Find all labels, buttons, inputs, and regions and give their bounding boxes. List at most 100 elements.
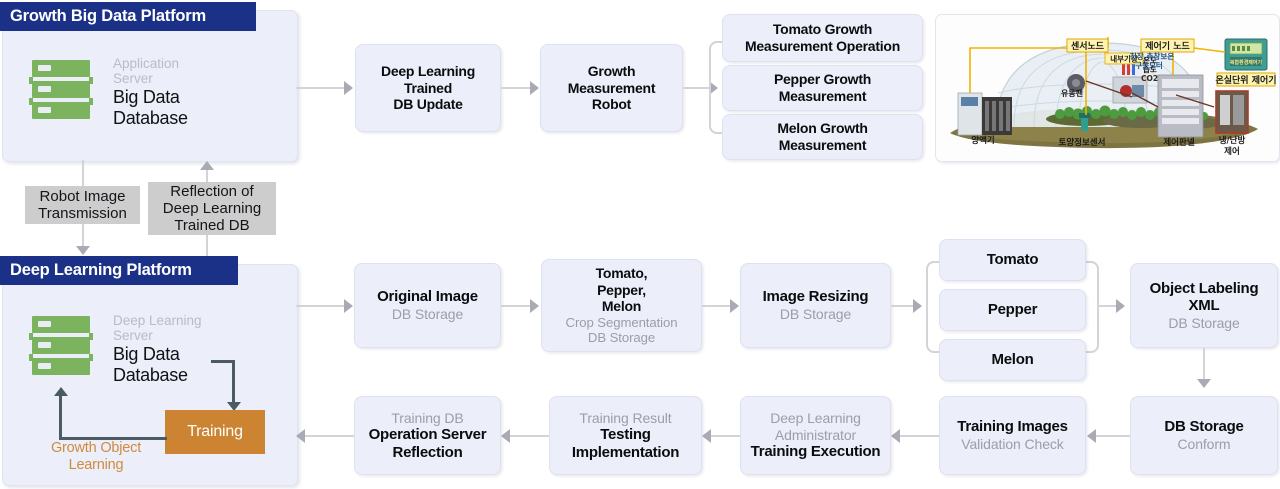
line-resizing-to-crop-branch [891,305,913,307]
arrow-testing-to-operation-server [501,429,510,443]
application-server-line2: Server [113,71,153,87]
arrow-operation-server-to-panel [296,429,305,443]
svg-text:제어기 노드: 제어기 노드 [1145,40,1190,52]
svg-text:센서노드: 센서노드 [1071,40,1105,52]
arrow-top-panel-to-db-update [344,81,353,95]
object-labeling-bold1: Object Labeling [1149,279,1259,297]
box-crop-tomato: Tomato [939,239,1086,281]
svg-text:온도: 온도 [1143,56,1157,65]
deep-learning-server-line2: Server [113,328,153,344]
melon-growth-line1: Melon Growth [777,120,868,137]
svg-text:CO2: CO2 [1141,74,1158,83]
line-training-to-db-v [59,396,62,438]
line-testing-to-operation-server [510,435,549,437]
arrow-db-update-to-robot [530,81,539,95]
image-resizing-muted: DB Storage [779,306,852,323]
growth-big-data-platform-title: Growth Big Data Platform [10,7,206,25]
operation-server-bold1: Operation Server [368,426,487,444]
box-training-images-validation-check: Training Images Validation Check [939,396,1086,475]
reflection-line2: Deep Learning [162,199,262,217]
svg-text:내부기상: 내부기상 [1110,54,1138,64]
greenhouse-svg: 센서노드 제어기 노드 온실단위 제어기 내부기상 천장.측창보온 구동모터 온… [936,15,1279,161]
database-line-bottom: Database [113,365,188,386]
training-images-muted: Validation Check [961,436,1064,453]
arrow-labeling-to-db-storage [1197,379,1211,388]
db-storage-muted: Conform [1177,436,1231,453]
line-crop-branch-to-labeling [1099,305,1116,307]
deep-learning-server-line1: Deep Learning [113,313,202,328]
training-exec-muted1: Deep Learning [770,410,861,427]
box-pepper-growth-measurement: Pepper Growth Measurement [722,65,923,111]
crop-tomato-label: Tomato [986,251,1039,269]
bracket-crop-branch-right [1085,261,1099,353]
box-growth-measurement-robot: Growth Measurement Robot [540,44,683,132]
line-original-to-crop-seg [501,305,530,307]
svg-text:복합환경제어기: 복합환경제어기 [1230,59,1263,66]
note-robot-image-transmission: Robot Image Transmission [25,186,140,224]
big-data-database-label-bottom: Deep Learning Server Big Data Database [113,313,202,386]
svg-text:천장.측창보온: 천장.측창보온 [1130,51,1174,61]
operation-server-muted: Training DB [391,409,464,426]
deep-learning-platform-header: Deep Learning Platform [0,256,238,285]
svg-text:양액기: 양액기 [971,135,994,146]
pepper-growth-line1: Pepper Growth [773,71,872,88]
line-training-exec-to-testing [711,435,740,437]
line-db-storage-to-training-images [1096,435,1130,437]
crop-pepper-label: Pepper [987,301,1038,319]
greenhouse-illustration: 센서노드 제어기 노드 온실단위 제어기 내부기상 천장.측창보온 구동모터 온… [935,14,1280,162]
tomato-growth-line1: Tomato Growth [772,21,873,38]
testing-bold2: Implementation [571,443,680,461]
box-training-db-operation-server-reflection: Training DB Operation Server Reflection [354,396,501,475]
growth-robot-line3: Robot [591,96,632,113]
line-db-to-training-v [232,360,235,403]
robot-image-line1: Robot Image [39,187,126,205]
testing-muted: Training Result [579,409,672,426]
training-exec-muted2: Administrator [774,426,857,443]
bracket-top-branch [709,41,723,134]
robot-image-line2: Transmission [38,205,127,222]
database-line-top: Database [113,108,188,129]
testing-bold1: Testing [600,426,651,444]
robot-image-transmission-arrow [76,246,90,255]
object-labeling-bold2: XML [1188,297,1220,315]
dl-db-update-line3: DB Update [393,96,463,113]
server-rack-icon-bottom [29,316,93,375]
dl-db-update-line2: Trained [403,79,453,96]
box-original-image-db-storage: Original Image DB Storage [354,263,501,348]
svg-text:제어판넬: 제어판넬 [1163,137,1194,148]
dl-db-update-line1: Deep Learning [381,63,475,80]
growth-object-learning-line1: Growth Object [50,440,142,456]
box-tomato-growth-measurement-operation: Tomato Growth Measurement Operation [722,14,923,62]
crop-melon-label: Melon [991,351,1034,369]
training-box: Training [165,410,265,454]
svg-text:토양정보센서: 토양정보센서 [1059,137,1106,148]
training-exec-bold: Training Execution [750,443,881,461]
growth-robot-line2: Measurement [567,79,656,96]
line-operation-server-to-panel [305,435,354,437]
growth-robot-line1: Growth [587,63,636,80]
arrow-db-storage-to-training-images [1087,429,1096,443]
box-image-resizing-db-storage: Image Resizing DB Storage [740,263,891,348]
big-data-database-label-top: Application Server Big Data Database [113,56,188,129]
application-server-line1: Application [113,56,180,71]
crop-seg-muted1: Crop Segmentation [565,314,678,330]
box-deep-learning-administrator-training-execution: Deep Learning Administrator Training Exe… [740,396,891,475]
reflection-line3: Trained DB [174,217,250,235]
arrow-original-to-crop-seg [530,299,539,313]
line-robot-to-branch [683,87,709,89]
deep-learning-platform-title: Deep Learning Platform [10,261,192,279]
arrow-training-images-to-training-exec [891,429,900,443]
original-image-bold: Original Image [377,288,478,306]
box-crop-pepper: Pepper [939,289,1086,331]
growth-object-learning-line2: Learning [68,456,124,473]
arrow-crop-seg-to-resizing [730,299,739,313]
reflection-trained-db-arrow [200,161,214,170]
box-crop-segmentation-db-storage: Tomato, Pepper, Melon Crop Segmentation … [541,259,702,352]
tomato-growth-line2: Measurement Operation [744,38,900,54]
crop-seg-bold3: Melon [601,298,642,315]
big-data-line-top: Big Data [113,87,180,108]
image-resizing-bold: Image Resizing [762,288,869,306]
box-crop-melon: Melon [939,339,1086,381]
line-panel-to-original-image [296,305,344,307]
